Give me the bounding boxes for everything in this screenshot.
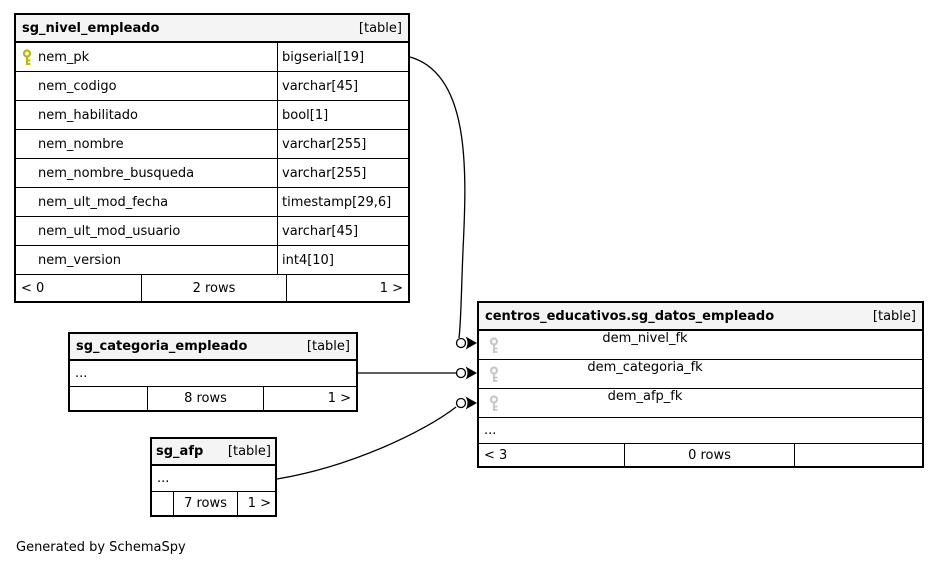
table-title[interactable]: sg_categoria_empleado: [76, 339, 248, 354]
column-name: nem_ult_mod_fecha: [38, 194, 169, 210]
column-type: varchar[255]: [277, 130, 408, 158]
table-header: sg_categoria_empleado [table]: [70, 334, 356, 361]
table-sg-datos-empleado[interactable]: centros_educativos.sg_datos_empleado [ta…: [477, 301, 924, 468]
column-type: varchar[45]: [277, 72, 408, 100]
primary-key-icon: [16, 48, 38, 66]
collapsed-columns-ellipsis: ...: [70, 361, 356, 387]
arrowhead: [465, 396, 477, 410]
table-sg-afp[interactable]: sg_afp [table] ... 7 rows 1 >: [150, 437, 277, 517]
column-row: dem_categoria_fk: [479, 360, 922, 389]
generator-caption: Generated by SchemaSpy: [16, 540, 186, 555]
table-header: centros_educativos.sg_datos_empleado [ta…: [479, 303, 922, 331]
arrowhead: [465, 366, 477, 380]
column-row: nem_codigo varchar[45]: [16, 72, 408, 101]
table-type-badge: [table]: [872, 308, 916, 324]
column-type: varchar[45]: [277, 217, 408, 245]
column-name: nem_ult_mod_usuario: [38, 223, 181, 239]
zero-or-one-circle: [455, 367, 467, 379]
column-name: nem_nombre_busqueda: [38, 165, 195, 181]
table-footer: 7 rows 1 >: [152, 492, 275, 515]
column-type: bool[1]: [277, 101, 408, 129]
column-name: nem_codigo: [38, 78, 117, 94]
footer-prev-count: [70, 387, 147, 410]
table-header: sg_nivel_empleado [table]: [16, 15, 408, 43]
connector-categoria-to-datos: [358, 366, 477, 380]
table-sg-nivel-empleado[interactable]: sg_nivel_empleado [table] nem_pk bigseri…: [14, 13, 410, 303]
column-row: nem_pk bigserial[19]: [16, 43, 408, 72]
footer-row-count: 8 rows: [147, 387, 263, 410]
footer-row-count: 2 rows: [141, 275, 286, 301]
table-footer: < 3 0 rows: [479, 444, 922, 466]
column-type: bigserial[19]: [277, 43, 408, 71]
footer-next-count: 1 >: [286, 275, 408, 301]
table-footer: 8 rows 1 >: [70, 387, 356, 410]
column-name: dem_categoria_fk: [587, 360, 703, 375]
collapsed-columns-ellipsis: ...: [152, 466, 275, 492]
column-name: dem_afp_fk: [607, 389, 683, 404]
footer-row-count: 0 rows: [624, 444, 794, 466]
foreign-key-icon: [479, 331, 505, 359]
column-row: nem_nombre varchar[255]: [16, 130, 408, 159]
table-title[interactable]: sg_afp: [156, 444, 204, 459]
foreign-key-icon: [479, 389, 505, 417]
table-type-badge: [table]: [306, 339, 350, 354]
column-row: nem_ult_mod_usuario varchar[45]: [16, 217, 408, 246]
column-row: nem_ult_mod_fecha timestamp[29,6]: [16, 188, 408, 217]
footer-next-count: [794, 444, 922, 466]
footer-row-count: 7 rows: [173, 492, 237, 515]
table-sg-categoria-empleado[interactable]: sg_categoria_empleado [table] ... 8 rows…: [68, 332, 358, 412]
footer-prev-count: < 0: [21, 280, 45, 296]
column-type: timestamp[29,6]: [277, 188, 408, 216]
table-footer: < 0 2 rows 1 >: [16, 275, 408, 301]
collapsed-columns-ellipsis: ...: [479, 418, 922, 444]
table-type-badge: [table]: [358, 20, 402, 36]
footer-next-count: 1 >: [263, 387, 356, 410]
column-row: dem_afp_fk: [479, 389, 922, 418]
footer-prev-count: [152, 492, 173, 515]
column-name: nem_habilitado: [38, 107, 138, 123]
foreign-key-icon: [479, 360, 505, 388]
table-title[interactable]: sg_nivel_empleado: [22, 20, 160, 36]
connector-nivel-to-datos: [409, 56, 477, 350]
arrowhead: [465, 336, 477, 350]
table-title[interactable]: centros_educativos.sg_datos_empleado: [485, 308, 775, 324]
column-row: dem_nivel_fk: [479, 331, 922, 360]
column-name: nem_version: [38, 252, 122, 268]
column-type: varchar[255]: [277, 159, 408, 187]
footer-prev-count: < 3: [484, 447, 508, 463]
table-type-badge: [table]: [227, 444, 271, 459]
footer-next-count: 1 >: [237, 492, 275, 515]
column-name: dem_nivel_fk: [602, 331, 688, 346]
column-name: nem_nombre: [38, 136, 124, 152]
column-name: nem_pk: [38, 49, 90, 65]
column-type: int4[10]: [277, 246, 408, 274]
zero-or-one-circle: [455, 397, 467, 409]
column-row: nem_habilitado bool[1]: [16, 101, 408, 130]
column-row: nem_version int4[10]: [16, 246, 408, 275]
table-header: sg_afp [table]: [152, 439, 275, 466]
column-row: nem_nombre_busqueda varchar[255]: [16, 159, 408, 188]
zero-or-one-circle: [455, 337, 467, 349]
